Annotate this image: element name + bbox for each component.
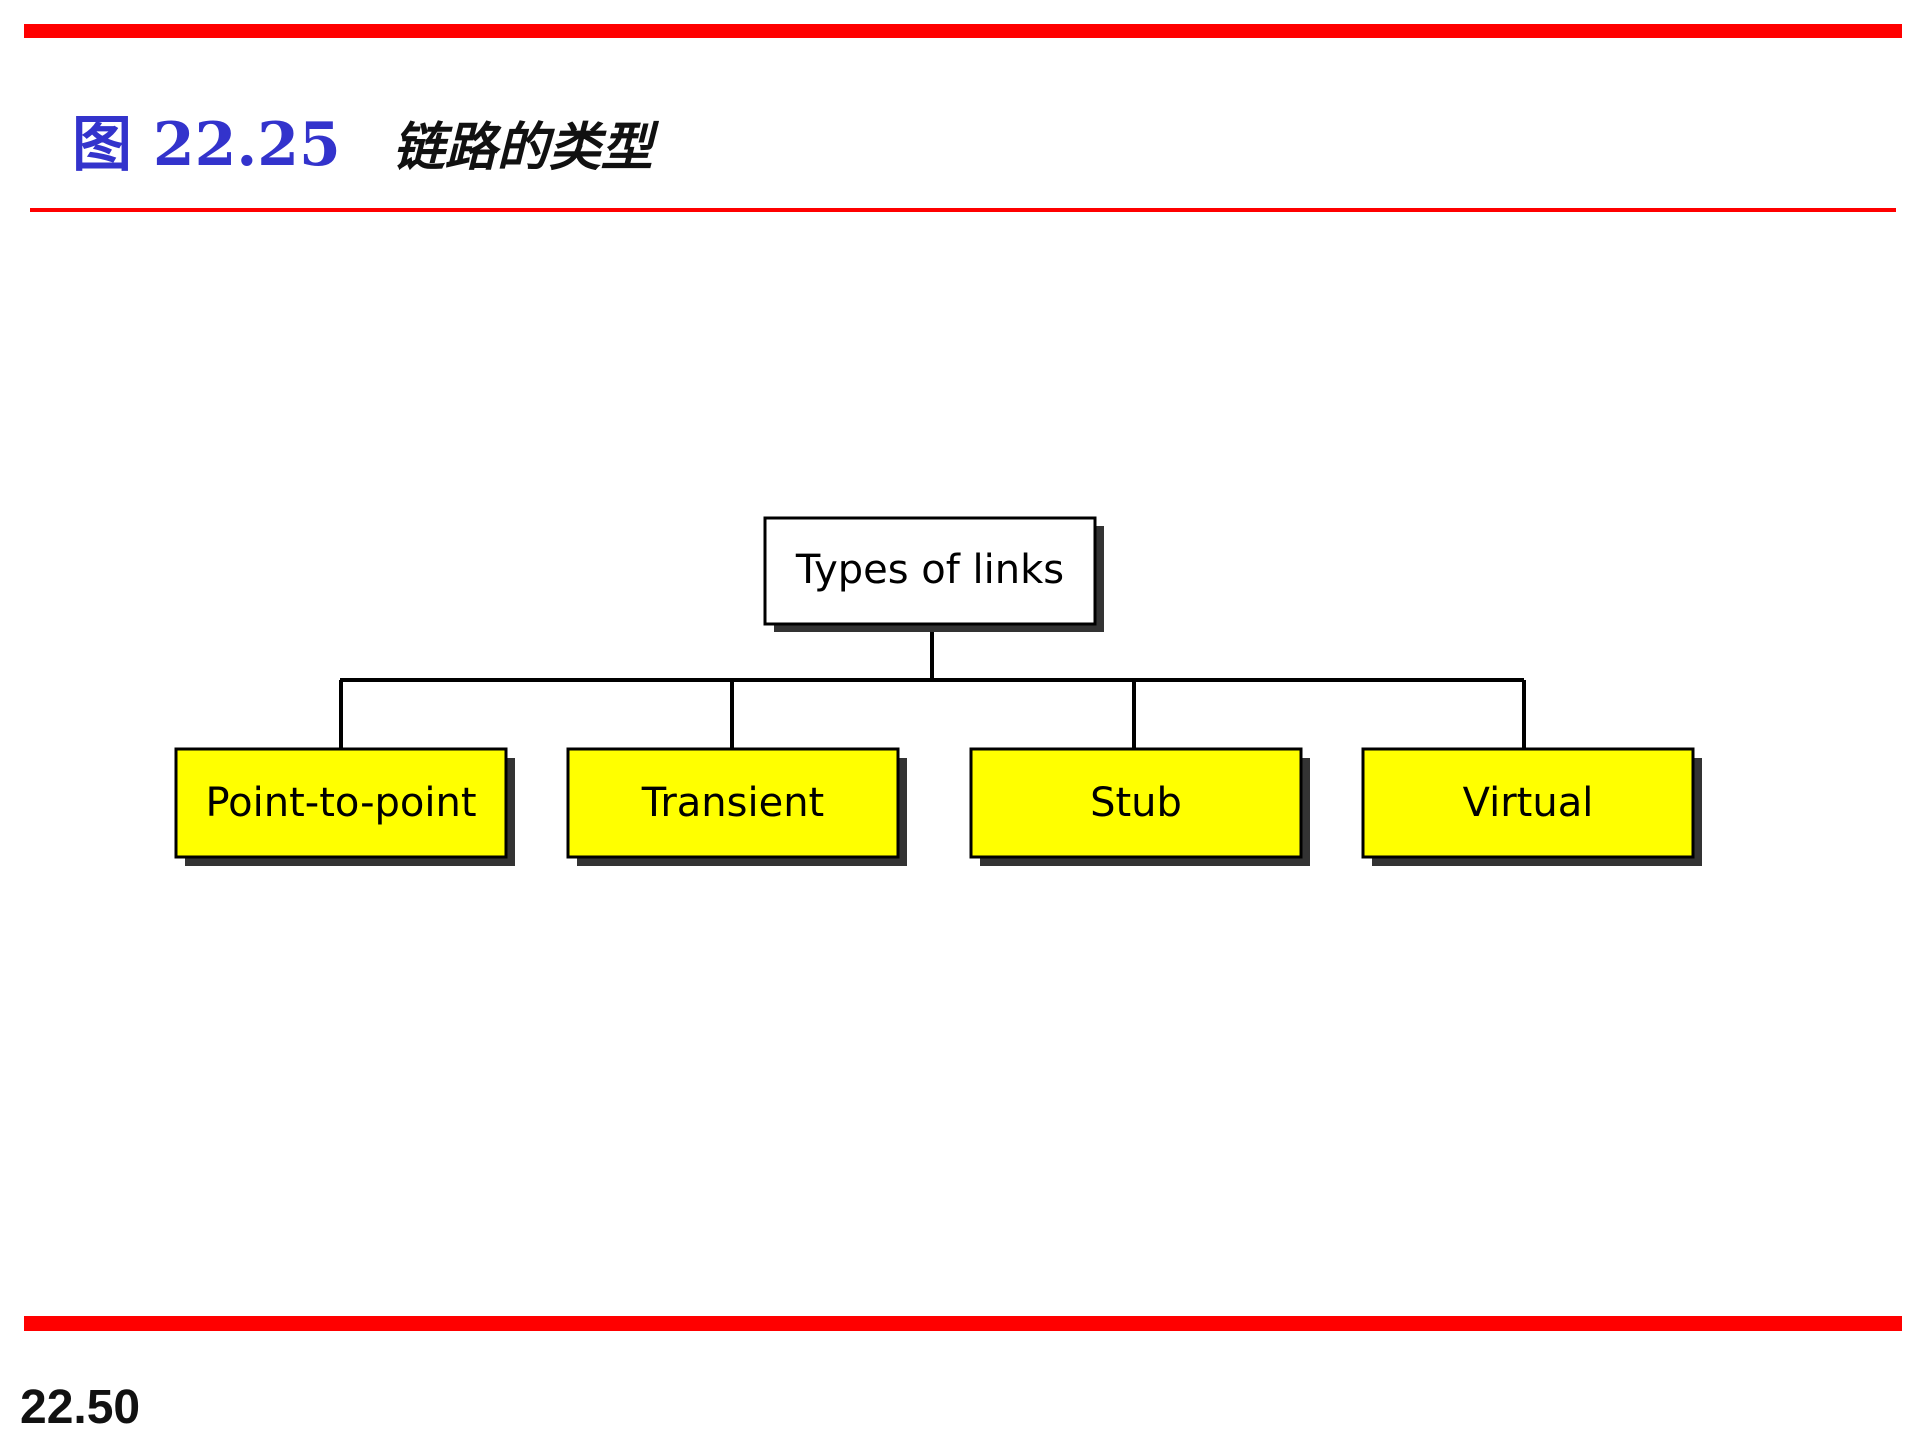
bottom-red-bar	[24, 1316, 1902, 1331]
child-node-box	[174, 747, 508, 859]
child-node-box	[1361, 747, 1695, 859]
child-node-stub: Stub	[969, 747, 1310, 866]
child-node-transient: Transient	[566, 747, 907, 866]
figure-number: 图 22.25	[72, 110, 341, 180]
child-node-virtual: Virtual	[1361, 747, 1702, 866]
child-node-box	[969, 747, 1303, 859]
child-node-point-to-point: Point-to-point	[174, 747, 515, 866]
top-red-bar	[24, 24, 1902, 38]
child-node-box	[566, 747, 900, 859]
child-node-label-transient: Transient	[641, 780, 824, 826]
page-number: 22.50	[20, 1381, 141, 1434]
child-node-label-virtual: Virtual	[1463, 780, 1594, 826]
child-node-label-point-to-point: Point-to-point	[205, 780, 476, 826]
title-divider	[30, 208, 1896, 212]
root-node: Types of links	[763, 516, 1104, 632]
child-node-label-stub: Stub	[1090, 780, 1182, 826]
figure-caption: 链路的类型	[392, 118, 653, 178]
tree-connectors	[339, 625, 1526, 748]
root-node-box	[763, 516, 1097, 626]
slide-title: 图 22.25 链路的类型	[72, 96, 653, 180]
root-node-label: Types of links	[795, 547, 1064, 593]
